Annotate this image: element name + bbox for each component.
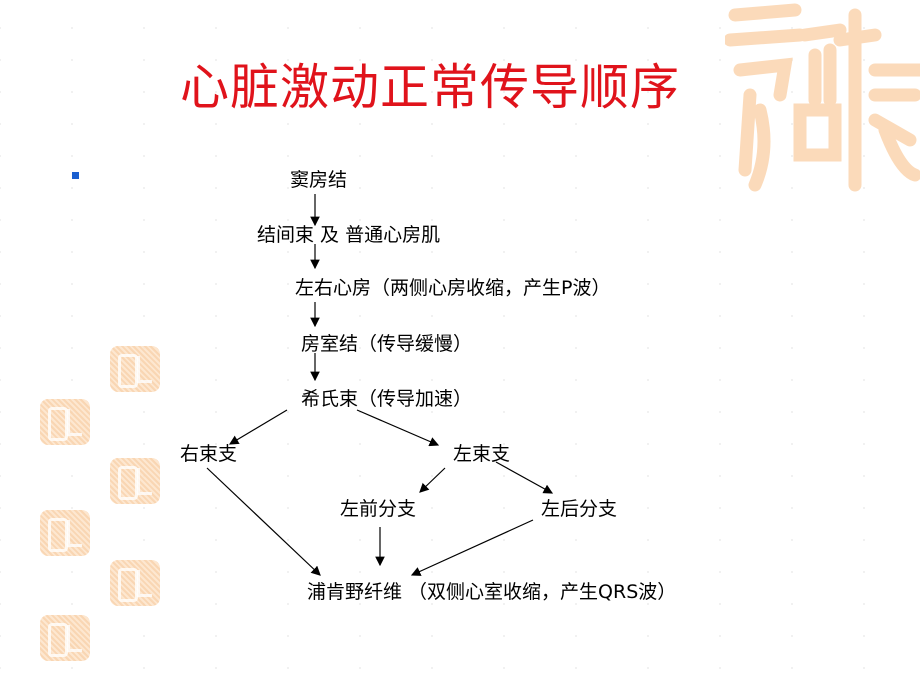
node-left-posterior-fascicle: 左后分支	[541, 498, 618, 520]
seal-stamp-icon	[40, 399, 90, 445]
node-right-bundle-branch: 右束支	[180, 443, 238, 465]
seal-stamp-icon	[110, 560, 160, 606]
node-atria: 左右心房（两侧心房收缩，产生P波）	[295, 277, 611, 299]
seal-stamp-icon	[40, 615, 90, 661]
seal-stamp-icon	[110, 346, 160, 392]
bullet-icon	[72, 172, 79, 179]
node-internodal-tract: 结间束 及 普通心房肌	[257, 224, 441, 246]
node-his-bundle: 希氏束（传导加速）	[301, 388, 473, 410]
node-left-anterior-fascicle: 左前分支	[340, 498, 417, 520]
node-purkinje-fibers: 浦肯野纤维 （双侧心室收缩，产生QRS波）	[307, 581, 677, 603]
seal-stamp-icon	[110, 458, 160, 504]
node-sinoatrial: 窦房结	[290, 169, 348, 191]
node-av-node: 房室结（传导缓慢）	[301, 333, 473, 355]
slide-title: 心脏激动正常传导顺序	[180, 59, 681, 116]
node-left-bundle-branch: 左束支	[453, 443, 511, 465]
seal-stamp-icon	[40, 510, 90, 556]
